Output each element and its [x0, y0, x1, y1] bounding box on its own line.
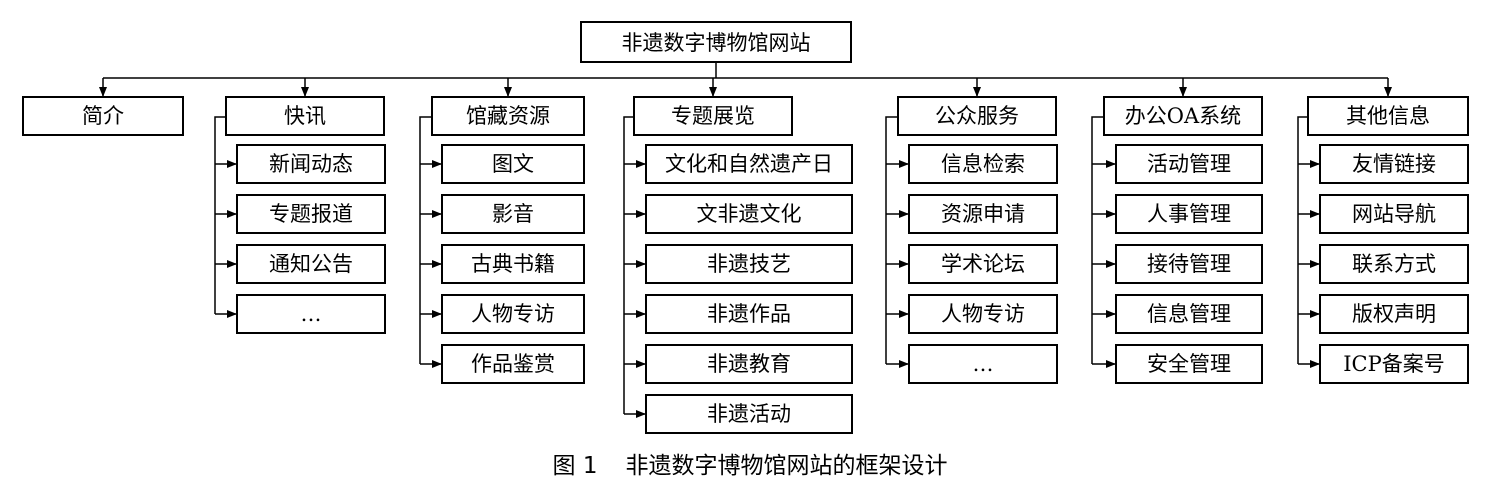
child-spine: [419, 116, 432, 364]
child-spine: [623, 116, 634, 414]
figure-number: 图 1: [552, 453, 598, 479]
framework-diagram: 非遗数字博物馆网站 简介快讯新闻动态专题报道通知公告…馆藏资源图文影音古典书籍人…: [22, 21, 1469, 434]
item-label: 接待管理: [1147, 252, 1231, 276]
item-label: 古典书籍: [471, 252, 555, 276]
category-box: [431, 96, 585, 136]
item-box: [645, 144, 853, 184]
column-2: 快讯新闻动态专题报道通知公告 …: [225, 96, 386, 334]
category-columns: 简介快讯新闻动态专题报道通知公告…馆藏资源图文影音古典书籍人物专访作品鉴赏专题展…: [22, 96, 1469, 434]
item-label: 通知公告: [269, 252, 353, 276]
item-label: 非遗技艺: [707, 252, 791, 276]
item-label: 联系方式: [1352, 252, 1436, 276]
category-box: [225, 96, 385, 136]
item-box: [236, 294, 386, 334]
item-box: [645, 294, 853, 334]
item-box: [645, 344, 853, 384]
item-box: [441, 294, 585, 334]
item-label: 非遗活动: [707, 402, 791, 426]
item-box: [1115, 344, 1263, 384]
item-box: [908, 194, 1058, 234]
item-box: [1319, 294, 1469, 334]
connector-lines: [99, 62, 1392, 418]
item-box: [441, 344, 585, 384]
root-label: 非遗数字博物馆网站: [622, 31, 811, 55]
category-label: 馆藏资源: [466, 104, 550, 128]
item-label: 版权声明: [1352, 302, 1436, 326]
item-label: 作品鉴赏: [471, 352, 555, 376]
item-label: 学术论坛: [941, 252, 1025, 276]
item-box: [1319, 144, 1469, 184]
item-box: [441, 244, 585, 284]
item-label: …: [301, 302, 322, 326]
category-box: [633, 96, 793, 136]
item-label: 资源申请: [941, 202, 1025, 226]
item-label: 文化和自然遗产日: [665, 152, 833, 176]
root-box: [580, 21, 852, 63]
item-box: [1115, 294, 1263, 334]
item-label: 文非遗文化: [697, 202, 802, 226]
column-1: 简介: [22, 96, 184, 136]
item-label: ICP备案号: [1343, 352, 1445, 376]
category-label: 办公OA系统: [1125, 104, 1241, 128]
item-box: [236, 144, 386, 184]
child-spine: [1091, 116, 1104, 364]
item-box: [645, 394, 853, 434]
item-label: 活动管理: [1147, 152, 1231, 176]
item-label: 网站导航: [1352, 202, 1436, 226]
item-label: 人物专访: [471, 302, 555, 326]
child-spine: [214, 116, 226, 314]
item-label: 专题报道: [269, 202, 353, 226]
item-label: 信息管理: [1147, 302, 1231, 326]
item-box: [236, 244, 386, 284]
category-box: [897, 96, 1057, 136]
item-label: …: [973, 352, 994, 376]
item-box: [1319, 194, 1469, 234]
figure-caption: 图 1 非遗数字博物馆网站的框架设计: [0, 446, 1500, 480]
item-label: 友情链接: [1352, 152, 1436, 176]
item-box: [645, 244, 853, 284]
item-label: 影音: [492, 202, 534, 226]
category-box: [1307, 96, 1469, 136]
item-box: [908, 294, 1058, 334]
item-box: [1115, 244, 1263, 284]
item-box: [1319, 244, 1469, 284]
item-box: [1319, 344, 1469, 384]
item-label: 图文: [492, 152, 534, 176]
figure-title: 非遗数字博物馆网站的框架设计: [625, 453, 948, 479]
category-label: 快讯: [284, 104, 326, 128]
item-label: 非遗教育: [707, 352, 791, 376]
item-label: 信息检索: [941, 152, 1025, 176]
item-label: 安全管理: [1147, 352, 1231, 376]
item-label: 人物专访: [941, 302, 1025, 326]
child-spine: [1297, 116, 1308, 364]
item-box: [908, 344, 1058, 384]
item-box: [645, 194, 853, 234]
item-label: 人事管理: [1147, 202, 1231, 226]
root-node: 非遗数字博物馆网站: [580, 21, 852, 63]
category-label: 公众服务: [935, 104, 1019, 128]
item-box: [908, 244, 1058, 284]
category-label: 专题展览: [671, 104, 755, 128]
category-box: [1103, 96, 1263, 136]
item-box: [236, 194, 386, 234]
child-spine: [885, 116, 898, 364]
item-label: 非遗作品: [707, 302, 791, 326]
item-box: [441, 194, 585, 234]
column-5: 公众服务信息检索资源申请学术论坛人物专访 …: [897, 96, 1058, 384]
item-box: [1115, 144, 1263, 184]
category-label: 简介: [82, 104, 124, 128]
category-label: 其他信息: [1346, 104, 1430, 128]
item-box: [1115, 194, 1263, 234]
item-box: [441, 144, 585, 184]
category-box: [22, 96, 184, 136]
item-label: 新闻动态: [269, 152, 353, 176]
item-box: [908, 144, 1058, 184]
